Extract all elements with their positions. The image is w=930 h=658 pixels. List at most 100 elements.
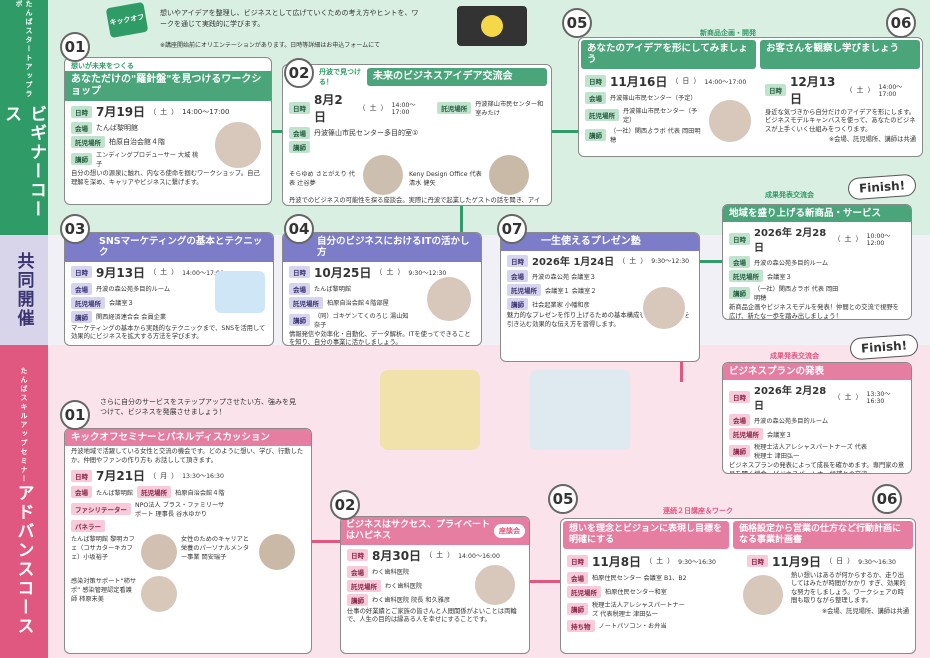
intro-note: ※講座開始前にオリエンテーションがあります。日時等詳細はお申込フォームにて	[160, 42, 381, 49]
j04-childcare: 柏原自治会館４階部屋	[327, 300, 389, 308]
venue-label: 会場	[347, 565, 368, 578]
j07-date: 2026年 1月24日	[532, 257, 615, 268]
a05-title: 想いを理念とビジョンに表現し目標を明確にする	[563, 521, 729, 549]
j03-childcare: 会議室３	[109, 300, 134, 308]
b06-note: ※会場、託児場所、講師は共通	[828, 136, 916, 144]
a05-venue: 柏原住民センター 会議室 B1、B2	[592, 575, 687, 583]
j07-description: 魅力的なプレゼンを作り上げるための基本構成を学び、聞く人を引き込む効果的な伝え方…	[507, 312, 690, 328]
a01-venue: たんば黎明館	[96, 489, 134, 497]
b01-subtitle: 想いが未来をつくる	[71, 62, 134, 70]
team-illustration	[380, 370, 480, 450]
b01-date: 7月19日	[96, 105, 146, 119]
a05-a06-card[interactable]: 想いを理念とビジョンに表現し目標を明確にする 価格設定から営業の仕方など行動計画…	[560, 518, 916, 654]
b05-time: 14:00〜17:00	[704, 78, 747, 86]
a01-date: 7月21日	[96, 469, 146, 484]
j03-lecturer: 関西経済連合会 会員企業	[96, 314, 167, 322]
b02-title: 未来のビジネスアイデア交流会	[367, 68, 547, 86]
j04-day: 土	[386, 268, 394, 277]
b02-description: 丹波でのビジネスの可能性を探る座談会。実際に丹波で起業したゲストの話を聞き、アイ…	[289, 197, 541, 204]
intro-text: 想いやアイデアを整理し、ビジネスとして広げていくための考え方やヒントを、ワークを…	[160, 9, 419, 28]
b06-day: 土	[856, 85, 864, 94]
b01-childcare: 柏原自治会館４階	[109, 138, 165, 146]
a05-items: ノートパソコン・お弁当	[598, 623, 667, 631]
beginner-subtitle: たんばスタートアップラボ	[15, 0, 33, 99]
venue-label: 会場	[507, 270, 528, 282]
childcare-label: 託児場所	[567, 585, 601, 598]
a01-panelist1: たんば黎明館 黎明カフェ（コサカターキカフェ）小坂裕子	[71, 536, 135, 562]
j07-number: 07	[497, 214, 527, 244]
a06-number: 06	[872, 484, 902, 514]
date-label: 日時	[347, 549, 368, 562]
a05-lecturer: 税理士法人アレシャスパートナーズ 代表税理士 津田弘一	[592, 601, 685, 618]
lecturer-label: 講師	[585, 128, 606, 141]
j07-day: 土	[629, 256, 637, 265]
sns-phone-illustration	[215, 271, 265, 313]
a02-lecturer: わく歯科医院 院長 和久雅彦	[372, 597, 451, 605]
b06-description: 身近な気づきから自分だけのアイデアを形にします。ビジネスモデルキャンバスを使って…	[765, 108, 916, 133]
date-label: 日時	[507, 254, 528, 267]
a06-note: ※会場、託児場所、講師は共通	[821, 607, 909, 615]
a05-lecturer-photo	[741, 572, 785, 617]
flow-arrow	[680, 362, 683, 382]
b02-number: 02	[284, 58, 314, 88]
childcare-label: 託児場所	[71, 136, 105, 148]
a02-venue: わく歯科医院	[372, 569, 410, 577]
b02-lecturer1: そらゆめ さとがえり 代表 辻谷夢	[289, 171, 355, 187]
a06-description: 熱い想いはあるが何からするか、走り出してはみたが時間がかかり すぎ、効果的な努力…	[791, 571, 906, 605]
a05-childcare: 柏原住民センター和室	[605, 589, 667, 597]
date-label: 日時	[289, 102, 310, 114]
b05-lecturer-photo	[707, 98, 753, 144]
childcare-label: 託児場所	[729, 428, 763, 441]
b05-lecturer: （一社）関西ゟラボ 代表 岡田明穂	[610, 127, 701, 144]
a01-card[interactable]: キックオフセミナーとパネルディスカッション 丹波地域で活躍している女性と交流の機…	[64, 428, 312, 654]
flow-arrow	[460, 206, 463, 232]
j04-lecturer-photo	[425, 275, 473, 323]
lecturer-label: 講師	[507, 298, 528, 310]
lecturer-label: 講師	[289, 313, 310, 326]
joint-title: 共同開催	[13, 252, 34, 328]
venue-label: 会場	[71, 282, 92, 295]
a01-number: 01	[60, 400, 90, 430]
flow-arrow	[552, 130, 578, 133]
b02-date: 8月2日	[314, 93, 343, 124]
b01-lecturer: エンディングプロデューサー 大城 桃子	[96, 152, 199, 168]
fin2-lecturer: 税理士法人アレシャスパートナーズ 代表税理士 津田弘一	[754, 444, 868, 461]
j03-time: 14:00〜17:00	[182, 269, 224, 277]
advanced-title: アドバンスコース	[13, 484, 34, 636]
a05-day: 土	[656, 557, 664, 566]
a01-time: 13:30〜16:30	[182, 473, 224, 481]
b02-lecturer2: Keny Design Office 代表 清水 健矢	[409, 171, 482, 187]
childcare-label: 託児場所	[137, 486, 172, 499]
j04-venue: たんば黎明館	[314, 286, 352, 294]
fin2-subtitle: 成果発表交流会	[770, 352, 819, 360]
venue-label: 会場	[289, 127, 310, 139]
fin1-title: 地域を盛り上げる新商品・サービス	[723, 205, 911, 223]
a02-date: 8月30日	[372, 548, 422, 563]
b02-day: 土	[369, 104, 377, 112]
j03-venue: 丹波の森公苑多目的ルーム	[96, 286, 171, 294]
date-label: 日時	[567, 555, 588, 568]
fin1-description: 新商品企画やビジネスモデルを発表！仲間との交流で視野を広げ、新たな一歩を踏み出し…	[729, 304, 899, 320]
a05-number: 05	[548, 484, 578, 514]
a02-lecturer-photo	[473, 563, 517, 607]
lecturer-label: 講師	[71, 153, 92, 165]
childcare-label: 託児場所	[585, 108, 619, 121]
a01-panelist2-photo	[259, 534, 295, 571]
a01-title: キックオフセミナーとパネルディスカッション	[65, 429, 311, 447]
j07-venue: 丹波の森公苑 会議室３	[532, 273, 596, 281]
a06-time: 9:30〜16:30	[858, 558, 896, 566]
a06-date: 11月9日	[772, 554, 822, 569]
a02-day: 土	[436, 551, 444, 560]
b05-number: 05	[562, 8, 592, 38]
fin1-day: 土	[844, 235, 852, 244]
fin1-lecturer: （一社）関西ゟラボ 代表 岡田明穂	[754, 286, 839, 303]
